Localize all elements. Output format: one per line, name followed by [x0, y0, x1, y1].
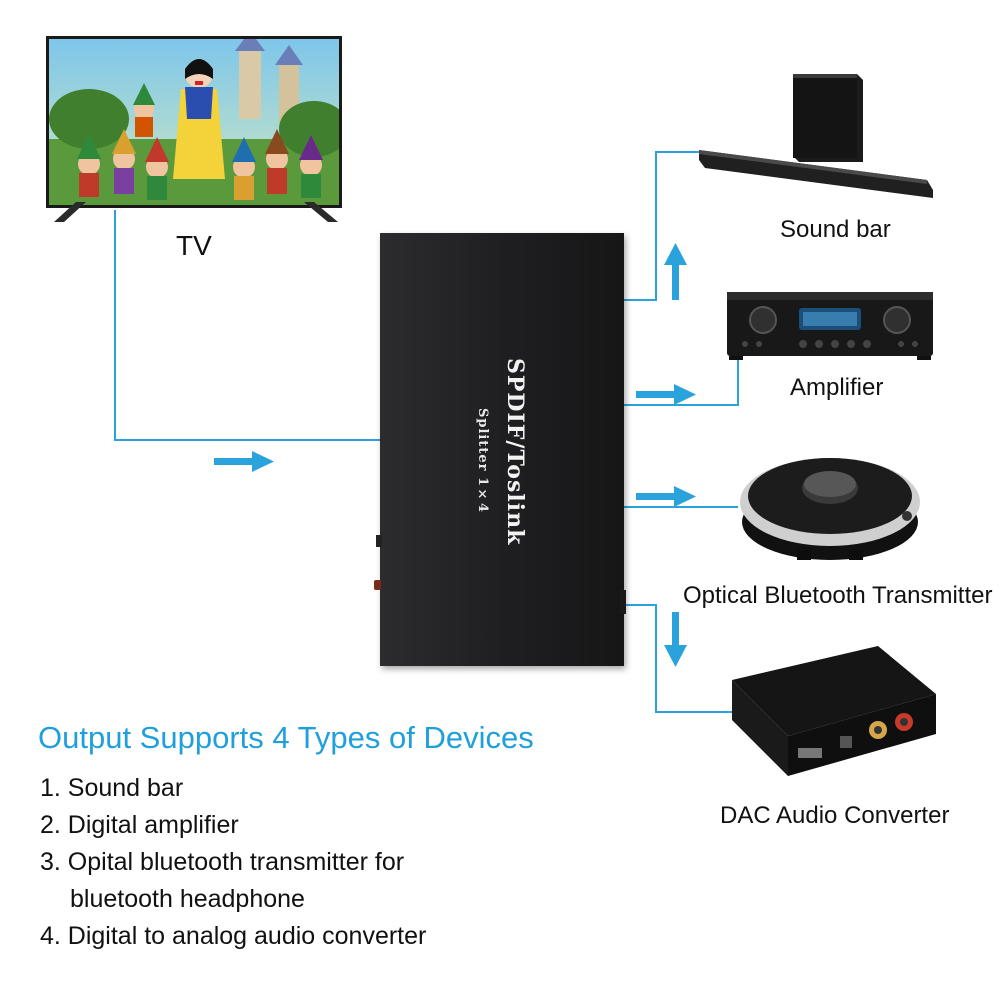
tv-screen — [46, 36, 342, 208]
splitter-right-port — [620, 590, 626, 614]
amplifier-label: Amplifier — [790, 374, 884, 401]
splitter-box-icon — [380, 233, 624, 666]
splitter-title: SPDIF/Toslink — [502, 358, 528, 546]
splitter-side-port — [376, 535, 382, 547]
amplifier-wire — [624, 355, 739, 406]
feature-continuation: bluetooth headphone — [70, 885, 305, 913]
tv-input-wire — [114, 210, 380, 441]
features-list: 1. Sound bar 2. Digital amplifier 3. Opi… — [40, 770, 426, 955]
feature-text: 1. Sound bar — [40, 774, 184, 802]
feature-text: 2. Digital amplifier — [40, 811, 239, 839]
bluetooth-transmitter-label: Optical Bluetooth Transmitter — [683, 582, 993, 609]
dac-wire — [624, 604, 738, 713]
feature-text: 3. Opital bluetooth transmitter for — [40, 848, 405, 876]
list-item: 4. Digital to analog audio converter — [40, 918, 426, 955]
splitter-led — [374, 580, 381, 590]
arrow-down-icon — [664, 612, 687, 667]
dac-converter-icon — [732, 646, 936, 776]
dac-converter-label: DAC Audio Converter — [720, 802, 950, 829]
list-item: 3. Opital bluetooth transmitter for bluet… — [40, 844, 426, 918]
bluetooth-transmitter-icon — [740, 458, 920, 560]
tv-label: TV — [176, 230, 212, 261]
amplifier-icon — [727, 292, 933, 360]
list-item: 1. Sound bar — [40, 770, 426, 807]
arrow-right-icon — [636, 384, 696, 405]
splitter-subtitle: Splitter 1×4 — [475, 408, 490, 514]
feature-text: 4. Digital to analog audio converter — [40, 922, 427, 950]
cartoon-scene-icon — [49, 39, 339, 205]
sound-bar-icon — [699, 74, 933, 198]
arrow-up-icon — [664, 243, 687, 300]
arrow-right-icon — [214, 451, 274, 472]
arrow-right-icon — [636, 486, 696, 507]
sound-bar-label: Sound bar — [780, 216, 891, 243]
soundbar-wire — [624, 151, 700, 301]
list-item: 2. Digital amplifier — [40, 807, 426, 844]
tv-stand-icon — [54, 202, 338, 222]
features-heading: Output Supports 4 Types of Devices — [38, 720, 534, 755]
tv-icon — [46, 36, 346, 226]
